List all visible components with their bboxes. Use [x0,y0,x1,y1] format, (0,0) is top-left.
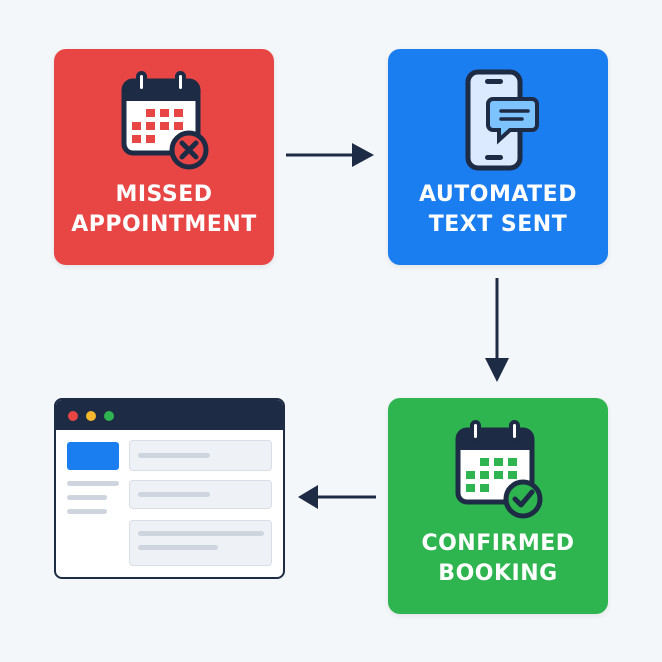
calendar-check-icon [455,420,543,519]
confirmed-booking-line2: BOOKING [438,561,558,586]
arrow-left-icon [298,485,376,509]
confirmed-booking-line1: CONFIRMED [421,531,575,556]
automated-text-line2: TEXT SENT [428,212,568,237]
row-line [138,453,210,458]
missed-appointment-card: MISSED APPOINTMENT [54,49,274,265]
sidebar-active-item [67,442,119,470]
sidebar-line [67,495,107,500]
row-line [138,545,218,550]
calendar-cancel-icon [121,71,209,170]
row-line [138,492,210,497]
sidebar-line [67,509,107,514]
sidebar-line [67,481,119,486]
automated-text-label: AUTOMATED TEXT SENT [388,180,608,240]
browser-title-bar [56,400,283,430]
content-row [129,480,272,509]
booking-dashboard-window [54,398,285,579]
missed-appointment-label: MISSED APPOINTMENT [54,180,274,240]
content-row [129,440,272,471]
row-line [138,531,264,536]
confirmed-booking-card: CONFIRMED BOOKING [388,398,608,614]
minimize-window-dot [86,411,96,421]
automated-text-card: AUTOMATED TEXT SENT [388,49,608,265]
automated-text-line1: AUTOMATED [419,182,577,207]
close-window-dot [68,411,78,421]
smartphone-message-icon [465,69,539,171]
missed-appointment-line1: MISSED [115,182,213,207]
arrow-right-icon [286,143,374,167]
arrow-down-icon [485,278,509,382]
content-row [129,520,272,566]
missed-appointment-line2: APPOINTMENT [71,212,257,237]
confirmed-booking-label: CONFIRMED BOOKING [388,529,608,589]
maximize-window-dot [104,411,114,421]
